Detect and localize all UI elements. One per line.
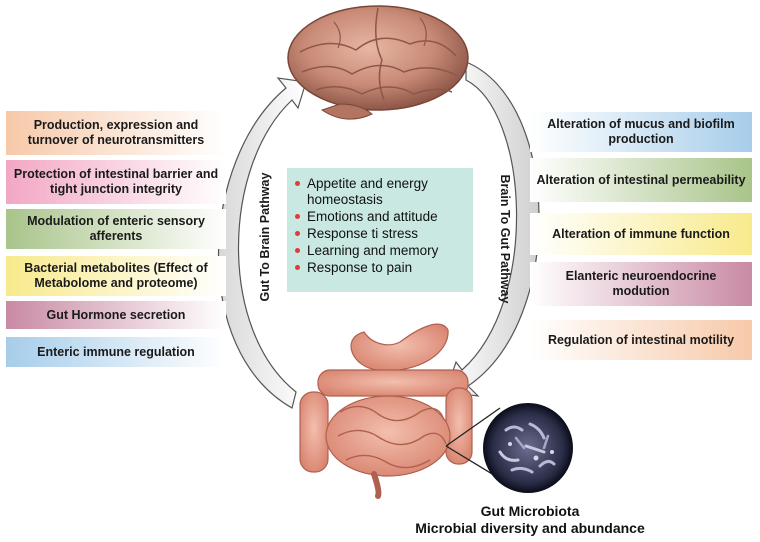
bullet-icon — [295, 181, 300, 186]
right-box-4-label: Elanteric neuroendocrine modution — [565, 269, 717, 298]
central-effect-item: Appetite and energy homeostasis — [295, 176, 467, 208]
left-box-3: Modulation of enteric sensory afferents — [6, 209, 226, 249]
right-box-2: Alteration of intestinal permeability — [530, 158, 752, 202]
bullet-icon — [295, 214, 300, 219]
central-effects-list: Appetite and energy homeostasis Emotions… — [295, 176, 467, 276]
left-box-3-label: Modulation of enteric sensory afferents — [27, 214, 205, 243]
right-box-3: Alteration of immune function — [530, 213, 752, 255]
gut-to-brain-label: Gut To Brain Pathway — [258, 172, 272, 302]
left-box-1: Production, expression and turnover of n… — [6, 111, 226, 155]
left-box-4-label: Bacterial metabolites (Effect of Metabol… — [24, 261, 208, 290]
right-box-3-label: Alteration of immune function — [552, 226, 730, 241]
central-effect-item: Emotions and attitude — [295, 209, 467, 225]
bullet-icon — [295, 265, 300, 270]
microbiota-illustration — [483, 403, 573, 493]
brain-illustration — [287, 5, 469, 120]
left-box-5: Gut Hormone secretion — [6, 301, 226, 329]
right-box-2-label: Alteration of intestinal permeability — [536, 172, 746, 187]
right-box-1: Alteration of mucus and biofilm producti… — [530, 112, 752, 152]
left-box-6-label: Enteric immune regulation — [37, 344, 195, 359]
right-box-5-label: Regulation of intestinal motility — [547, 332, 735, 347]
left-box-1-label: Production, expression and turnover of n… — [27, 118, 205, 147]
left-box-2-label: Protection of intestinal barrier and tig… — [13, 167, 219, 196]
central-effect-item: Learning and memory — [295, 243, 467, 259]
bullet-icon — [295, 231, 300, 236]
central-effect-item: Response to pain — [295, 260, 467, 276]
gut-illustration — [299, 323, 473, 499]
right-box-4: Elanteric neuroendocrine modution — [530, 262, 752, 306]
right-box-1-label: Alteration of mucus and biofilm producti… — [547, 117, 735, 146]
left-box-6: Enteric immune regulation — [6, 337, 226, 367]
central-effects-box: Appetite and energy homeostasis Emotions… — [287, 168, 473, 292]
left-box-2: Protection of intestinal barrier and tig… — [6, 160, 226, 204]
microbiota-caption-subtitle: Microbial diversity and abundance — [415, 520, 645, 536]
microbiota-caption-title: Gut Microbiota — [480, 503, 580, 519]
brain-to-gut-label: Brain To Gut Pathway — [498, 174, 512, 304]
left-box-4: Bacterial metabolites (Effect of Metabol… — [6, 256, 226, 296]
bullet-icon — [295, 248, 300, 253]
right-box-5: Regulation of intestinal motility — [530, 320, 752, 360]
central-effect-item: Response ti stress — [295, 226, 467, 242]
left-box-5-label: Gut Hormone secretion — [46, 307, 186, 322]
